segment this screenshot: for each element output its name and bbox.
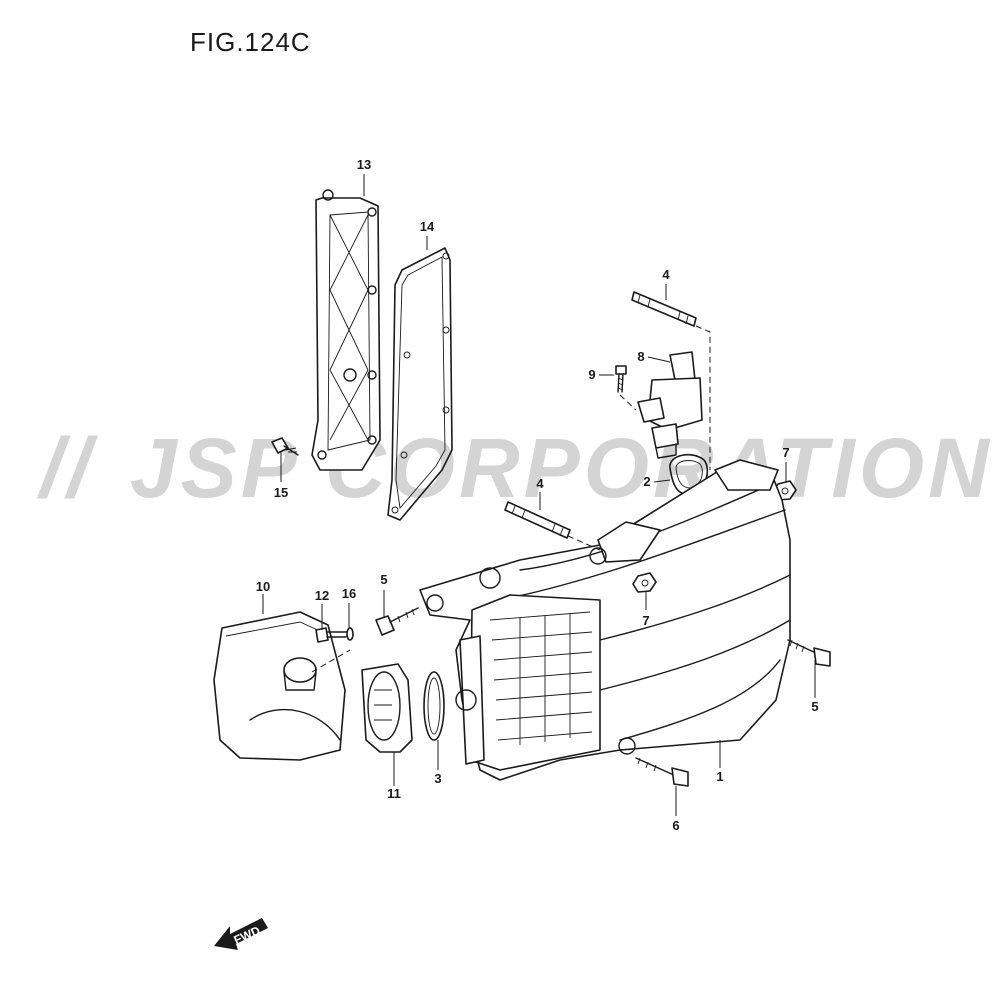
watermark-text: JSP CORPORATION (130, 421, 993, 515)
leader-lines (262, 174, 816, 816)
callout-7-upper: 7 (782, 445, 789, 460)
callout-13: 13 (357, 157, 371, 172)
callout-6: 6 (672, 818, 679, 833)
watermark-logo-mark: // (36, 421, 98, 515)
callout-11: 11 (387, 786, 401, 801)
fwd-arrow: FWD (214, 918, 268, 950)
part-10-cover (213, 611, 346, 761)
part-5-bolt-left (375, 607, 419, 636)
callout-8: 8 (637, 349, 644, 364)
part-15-bolt (271, 437, 299, 456)
part-6-bolt (635, 757, 689, 787)
watermark: // JSP CORPORATION (36, 421, 993, 515)
figure-title: FIG.124C (190, 27, 311, 57)
callout-12: 12 (315, 588, 329, 603)
part-4-stud-upper (631, 291, 697, 327)
part-14-gasket (387, 247, 453, 521)
fwd-arrow-icon (214, 918, 268, 950)
part-13-bracket (311, 189, 381, 471)
part-7-nut-lower (632, 572, 657, 593)
callout-4-lower: 4 (536, 476, 544, 491)
callout-14: 14 (420, 219, 435, 234)
callout-4-upper: 4 (662, 267, 670, 282)
callout-1: 1 (716, 769, 723, 784)
callout-5-right: 5 (811, 699, 818, 714)
callout-7-lower: 7 (642, 613, 649, 628)
part-12-bolt (315, 627, 347, 643)
part-8-sensor (637, 351, 703, 459)
part-9-screw (615, 365, 627, 393)
callout-10: 10 (256, 579, 270, 594)
callout-5-left: 5 (380, 572, 387, 587)
part-1-intake-manifold (419, 459, 791, 781)
part-3-o-ring (423, 671, 445, 741)
callout-16: 16 (342, 586, 356, 601)
fwd-label: FWD (232, 923, 263, 947)
part-16-washer (346, 627, 354, 641)
callout-15: 15 (274, 485, 288, 500)
callout-labels: 13 14 15 4 8 9 2 7 4 7 10 12 16 5 5 11 3… (256, 157, 819, 833)
part-4-stud-lower (504, 501, 571, 539)
callout-9: 9 (588, 367, 595, 382)
part-11-throttle-body (361, 663, 413, 753)
callout-2: 2 (643, 474, 650, 489)
callout-3: 3 (434, 771, 441, 786)
part-5-bolt-right (787, 639, 831, 667)
